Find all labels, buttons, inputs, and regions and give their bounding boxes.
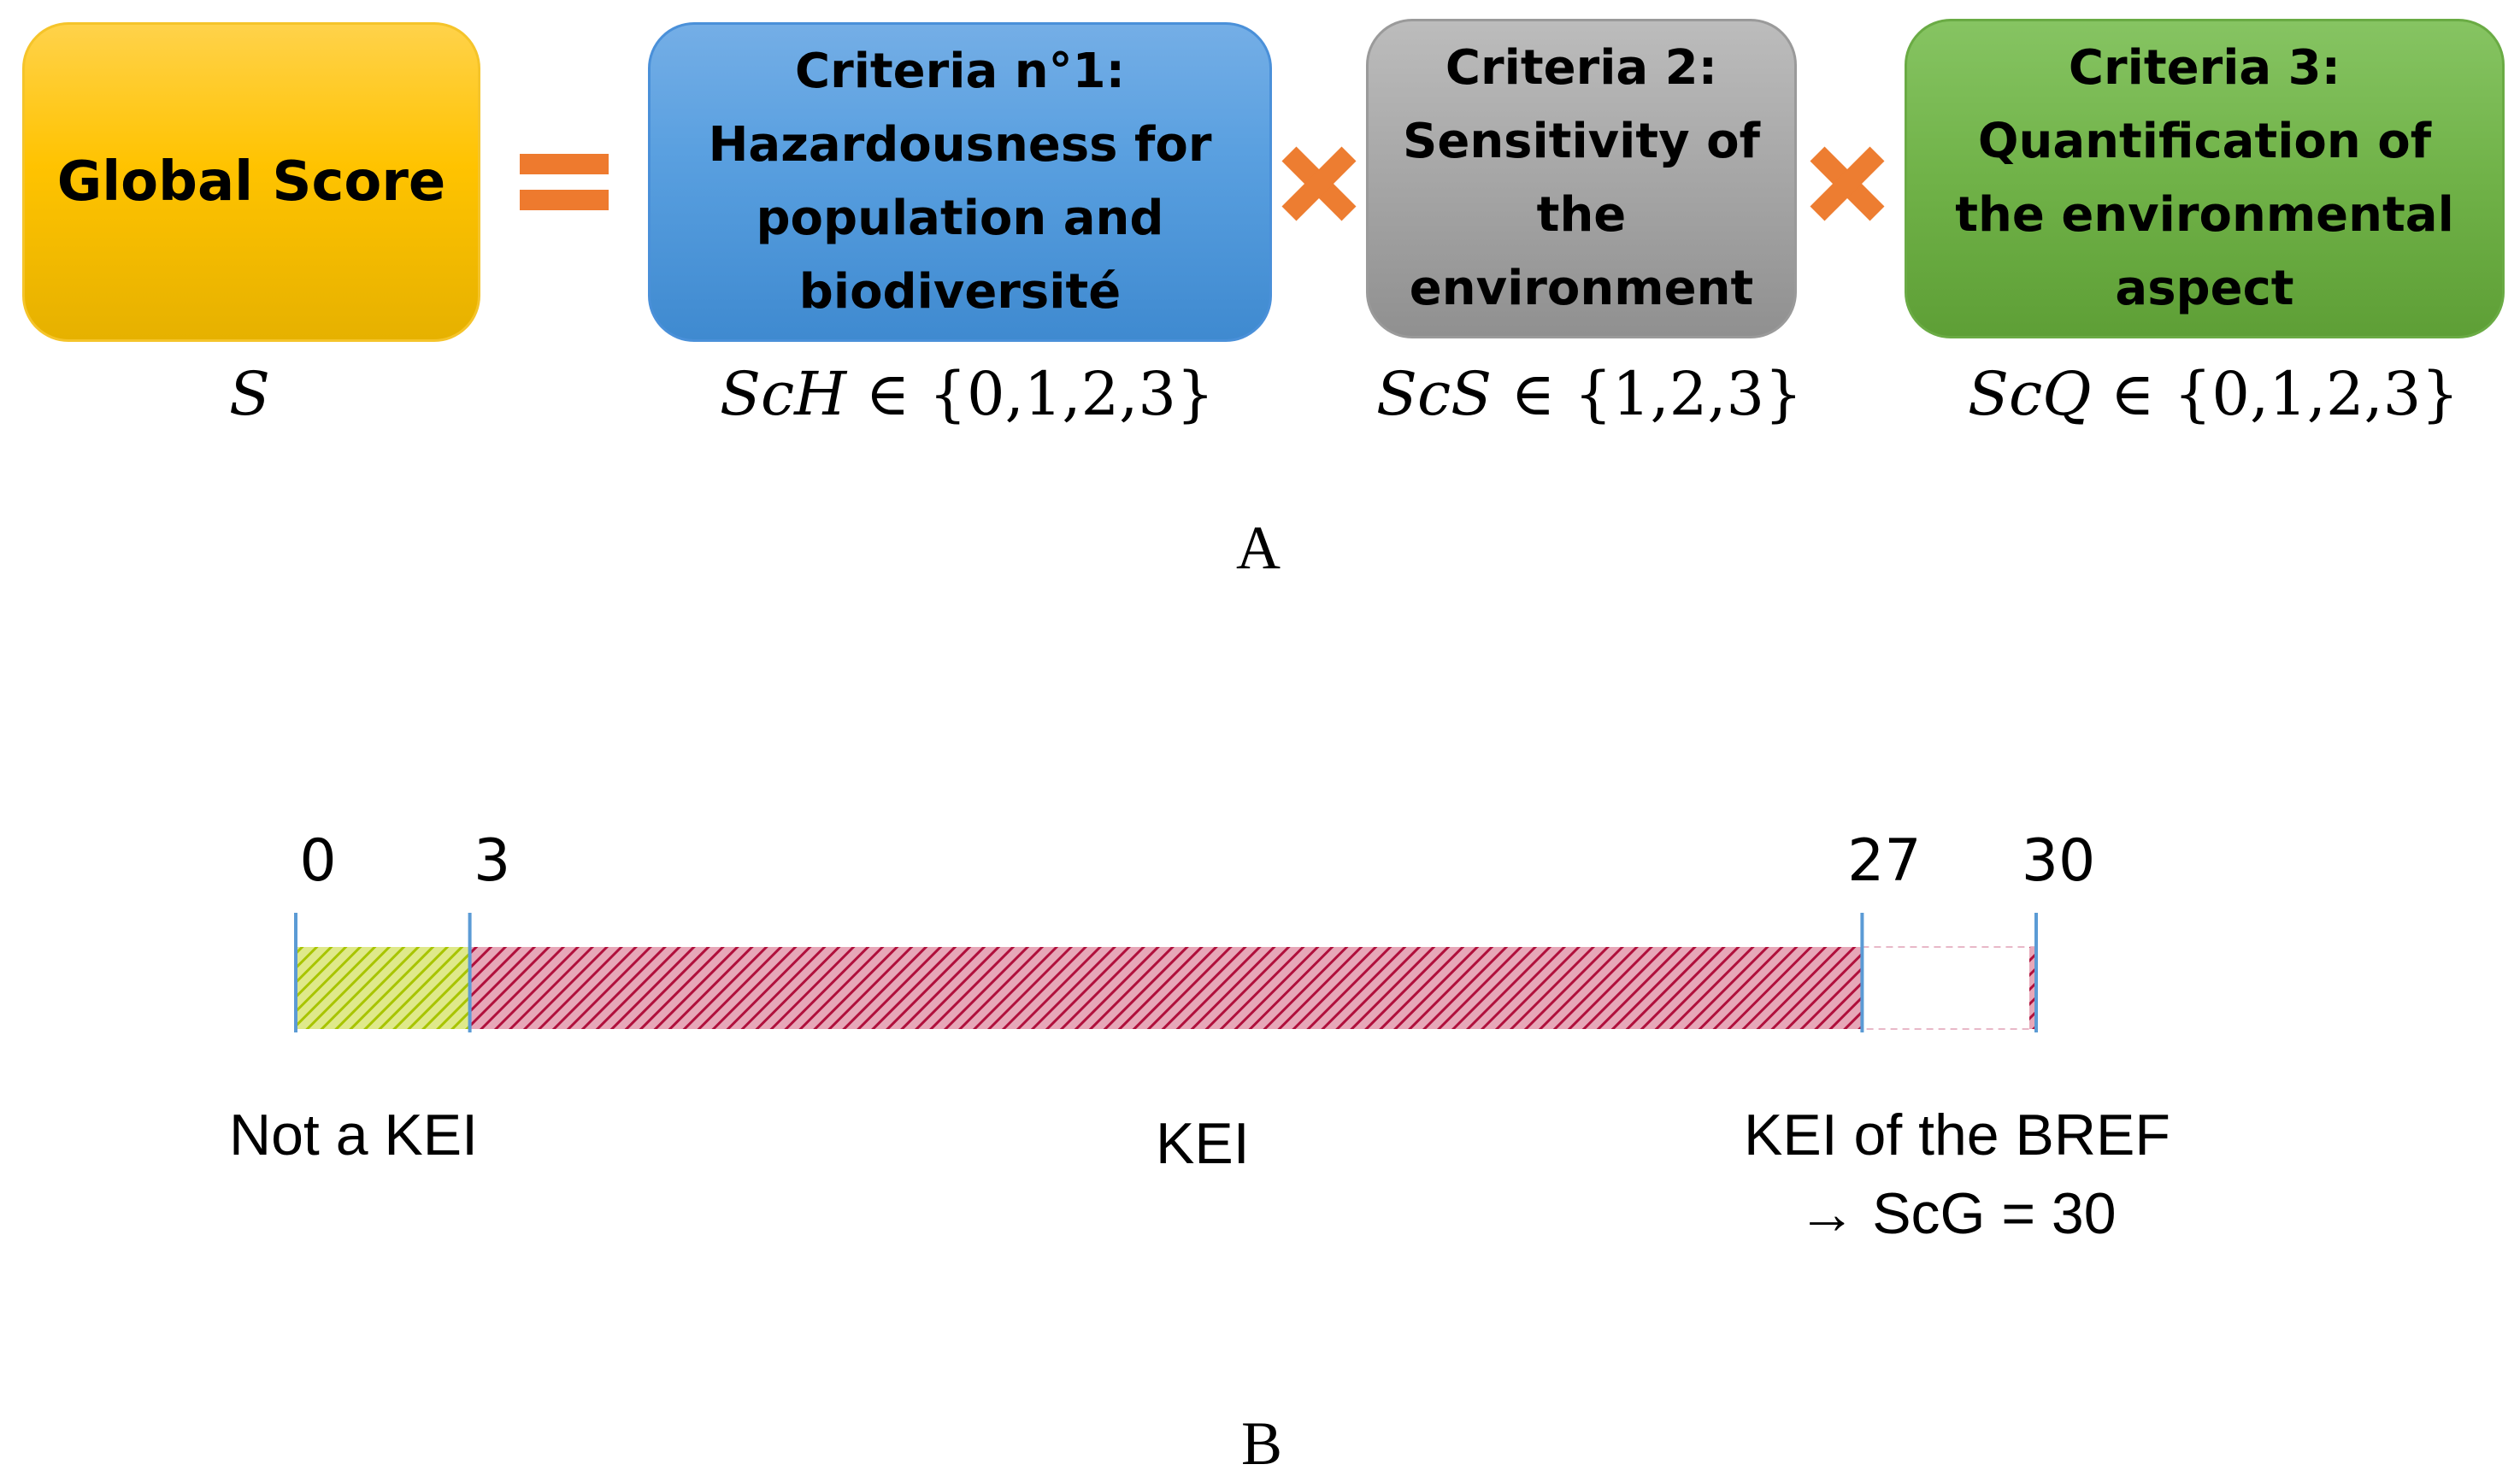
formula-variable: ScS: [1376, 359, 1493, 429]
formula-domain: ∈ {0,1,2,3}: [2091, 359, 2459, 429]
kei-bref-label: KEI of the BREF → ScG = 30: [1744, 1103, 2170, 1246]
formula-domain: ∈ {0,1,2,3}: [846, 359, 1215, 429]
panel-b-label: B: [1241, 1409, 1283, 1478]
multiply-icon: [1281, 146, 1357, 221]
global-score-label: Global Score: [56, 150, 446, 214]
formula-variable: ScQ: [1968, 359, 2092, 429]
formula-variable: S: [229, 359, 270, 429]
tick-label: 30: [2021, 827, 2096, 895]
formula-criteria-3: ScQ ∈ {0,1,2,3}: [1968, 359, 2459, 429]
criteria-3-box: Criteria 3: Quantification of the enviro…: [1905, 19, 2505, 338]
tick-label: 3: [473, 827, 511, 895]
equals-sign-bottom-bar: [520, 190, 609, 210]
criteria-1-box: Criteria n°1: Hazardousness for populati…: [648, 22, 1272, 342]
scale-segment: [1861, 946, 2037, 1030]
formula-criteria-1: ScH ∈ {0,1,2,3}: [720, 359, 1215, 429]
tick-label: 27: [1847, 827, 1922, 895]
global-score-box: Global Score: [22, 22, 480, 342]
criteria-2-label: Criteria 2: Sensitivity of the environme…: [1403, 40, 1760, 316]
multiply-icon: [1810, 146, 1885, 221]
panel-a-label: A: [1236, 514, 1281, 582]
criteria-2-box: Criteria 2: Sensitivity of the environme…: [1366, 19, 1797, 338]
scale-end-marker: [2029, 947, 2038, 1029]
criteria-1-label: Criteria n°1: Hazardousness for populati…: [708, 44, 1212, 320]
equals-sign-top-bar: [520, 154, 609, 174]
scale-segment: [469, 947, 1863, 1029]
scale-segment: [296, 947, 470, 1029]
kei-label: KEI: [1156, 1111, 1250, 1176]
not-kei-label: Not a KEI: [229, 1103, 479, 1167]
formula-criteria-2: ScS ∈ {1,2,3}: [1376, 359, 1803, 429]
formula-global-score: S: [229, 359, 270, 429]
criteria-3-label: Criteria 3: Quantification of the enviro…: [1955, 40, 2454, 316]
formula-domain: ∈ {1,2,3}: [1492, 359, 1803, 429]
formula-variable: ScH: [720, 359, 847, 429]
tick-label: 0: [299, 827, 337, 895]
